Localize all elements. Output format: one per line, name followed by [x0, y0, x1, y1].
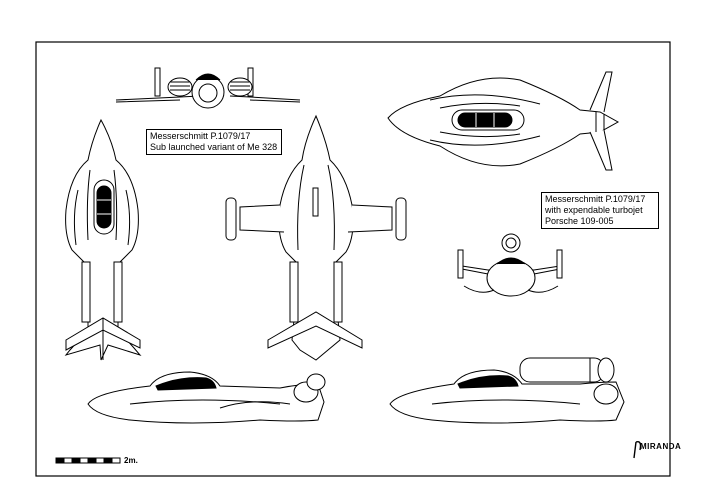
caption-sub-launched: Messerschmitt P.1079/17 Sub launched var… — [146, 129, 282, 155]
scale-label: 2m. — [124, 456, 138, 465]
caption-line: Messerschmitt P.1079/17 — [545, 194, 646, 204]
side-view-sub-launched — [87, 371, 326, 424]
caption-line: Messerschmitt P.1079/17 — [150, 131, 251, 141]
caption-line: Porsche 109-005 — [545, 216, 614, 226]
scale-bar — [55, 457, 121, 464]
top-view-turbojet — [387, 71, 620, 171]
caption-line: with expendable turbojet — [545, 205, 643, 215]
caption-line: Sub launched variant of Me 328 — [150, 142, 278, 152]
bottom-view-sub-launched — [225, 114, 407, 361]
front-view-turbojet — [457, 233, 563, 297]
signature-mark — [633, 440, 642, 459]
front-view-sub-launched — [115, 67, 301, 109]
signature: MIRANDA — [640, 442, 682, 451]
side-view-turbojet — [389, 357, 625, 424]
sheet-border — [35, 41, 671, 477]
caption-turbojet: Messerschmitt P.1079/17 with expendable … — [541, 192, 659, 229]
top-view-sub-launched — [64, 118, 142, 361]
